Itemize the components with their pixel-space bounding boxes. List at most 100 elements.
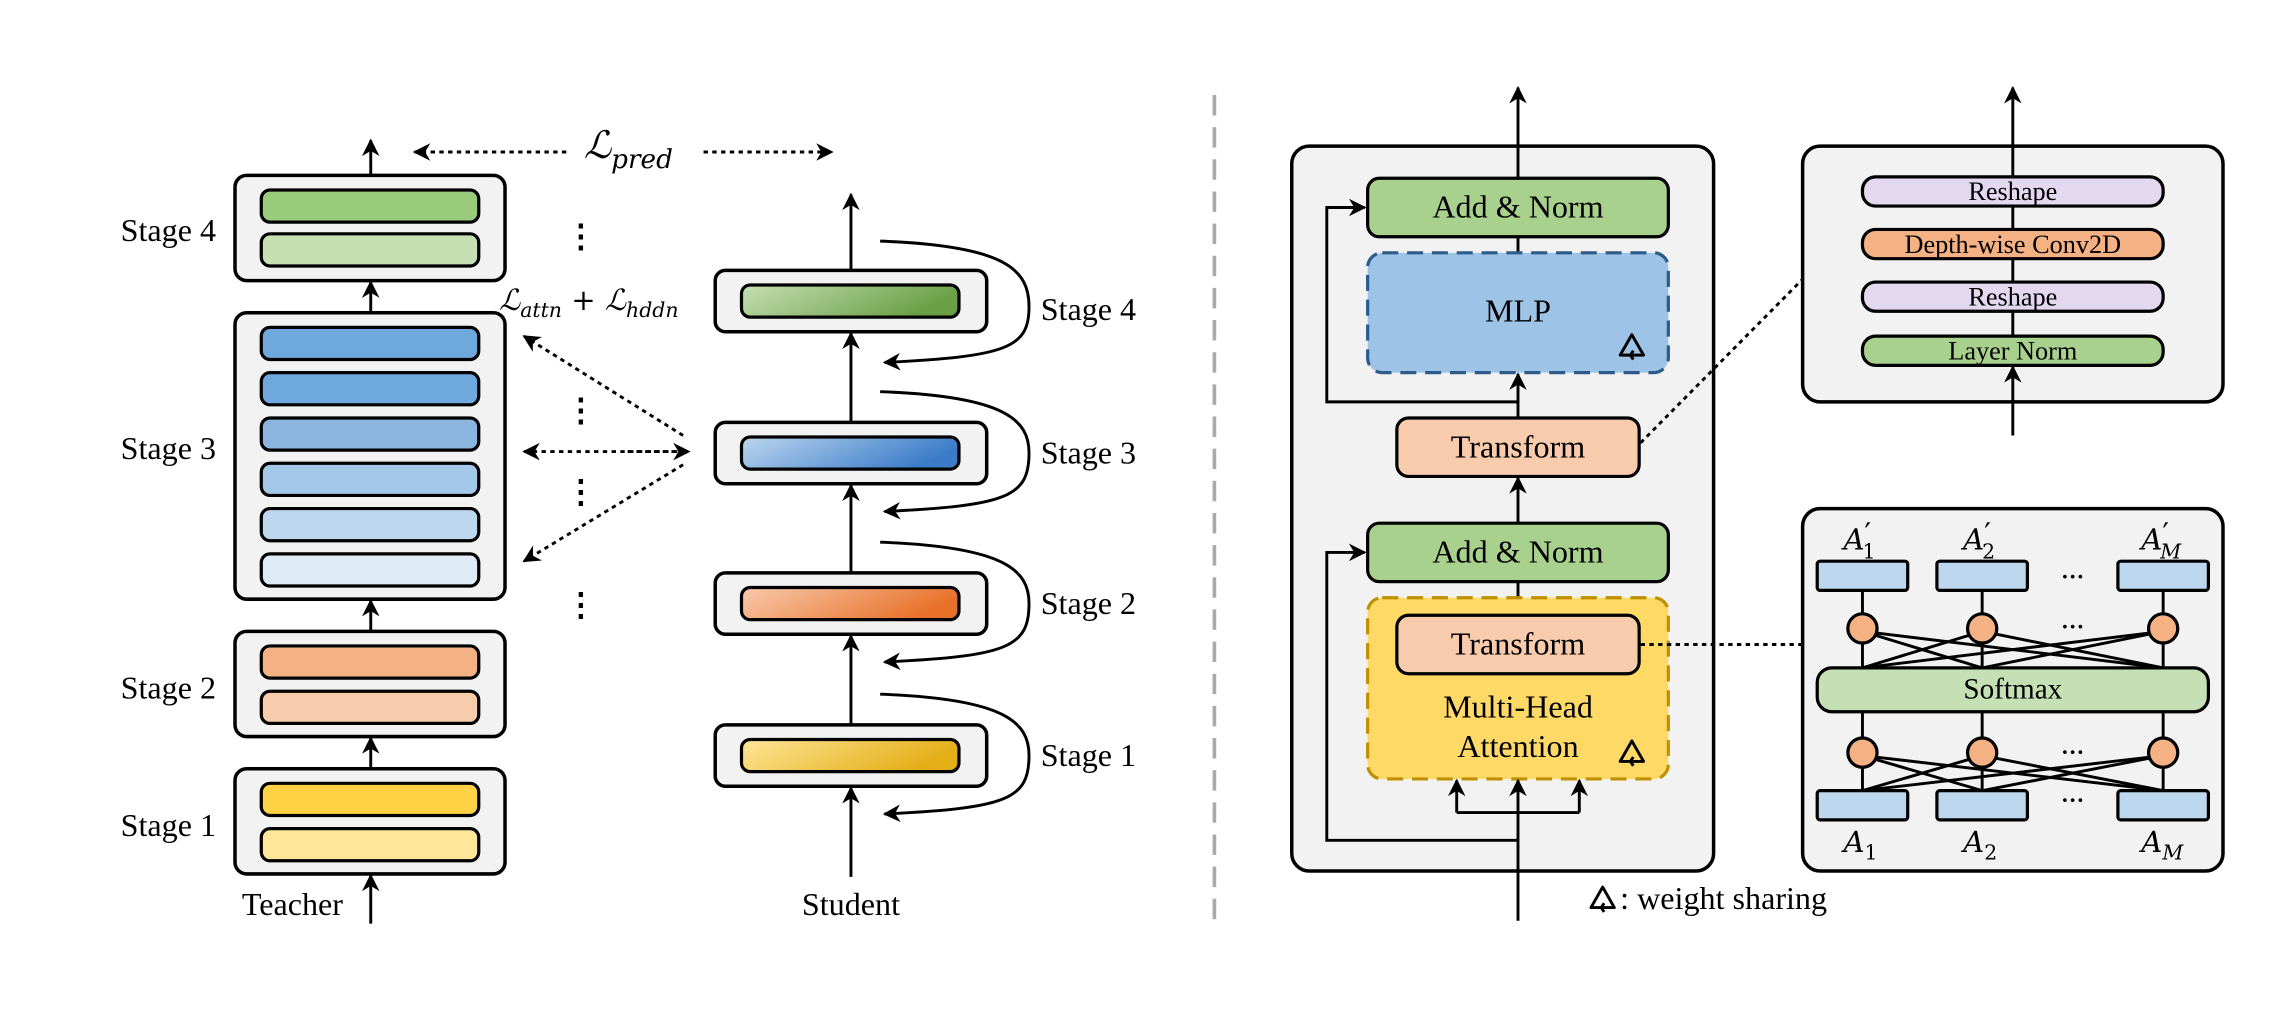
ellipsis-icon: ⋮ xyxy=(565,474,597,510)
dwconv-box xyxy=(1860,227,2165,261)
transform-detail-connector xyxy=(1639,276,1806,444)
teacher-stage-1-bar xyxy=(259,827,481,863)
student-stage-3-label: Stage 3 xyxy=(1041,434,1136,470)
softmax-label: Softmax xyxy=(1963,674,2062,706)
legend: : weight sharing xyxy=(1589,880,1827,916)
ellipsis-icon: ··· xyxy=(2061,614,2084,640)
ellipsis-icon: ··· xyxy=(2061,565,2084,591)
teacher-stage-2-label: Stage 2 xyxy=(121,670,216,706)
token-bottom-label: AM xyxy=(2138,825,2184,864)
attention-detail: ··· A′1 A′2 A′M ··· Softmax ··· ··· A1 A… xyxy=(1800,506,2225,873)
student-stage-4-loop xyxy=(880,239,1031,371)
student-label: Student xyxy=(802,886,900,922)
transform-detail: Reshape Depth-wise Conv2D Reshape Layer … xyxy=(1800,85,2225,436)
attention-edge xyxy=(1862,754,2164,793)
token-top-label: A′1 xyxy=(1840,517,1875,564)
loss-arrow-down xyxy=(522,463,684,563)
token-top xyxy=(2116,559,2211,593)
token-bottom-label: A2 xyxy=(1960,825,1997,864)
student-stage-3-loop xyxy=(880,390,1031,520)
student-stage-1-label: Stage 1 xyxy=(1041,737,1136,773)
teacher-stage-3-bar xyxy=(259,552,481,588)
ellipsis-icon: ··· xyxy=(2061,788,2084,814)
dwconv-label: Depth-wise Conv2D xyxy=(1905,230,2122,259)
student-stage-2-loop xyxy=(880,540,1031,671)
teacher-stage-2-bar xyxy=(259,644,481,680)
teacher-stage-3-bar xyxy=(259,371,481,407)
token-bottom xyxy=(1815,789,1910,822)
node-lower xyxy=(2146,736,2180,769)
teacher-stage-1-bar xyxy=(259,781,481,818)
teacher-stage-4-label: Stage 4 xyxy=(121,212,216,248)
loss-attn-hddn: ℒattn + ℒhddn xyxy=(499,283,691,563)
attention-edge xyxy=(1862,629,2164,670)
student-stage-4-bar xyxy=(739,283,961,319)
loss-pred: ℒpred xyxy=(412,123,834,175)
token-top-label: A′2 xyxy=(1960,517,1995,564)
token-bottom xyxy=(1935,789,2030,822)
ellipsis-icon: ⋮ xyxy=(565,392,597,428)
layer-norm-label: Layer Norm xyxy=(1948,336,2078,365)
token-bottom xyxy=(2116,789,2211,822)
student-stage-2-bar xyxy=(739,585,961,622)
student-stage-4-label: Stage 4 xyxy=(1041,291,1136,327)
token-top-label: A′M xyxy=(2138,517,2182,564)
mha-label-line1: Multi-Head xyxy=(1443,689,1593,725)
node-upper xyxy=(1965,612,1999,645)
reshape-bottom-label: Reshape xyxy=(1968,282,2057,311)
layer-norm-box xyxy=(1860,334,2165,367)
layer-ellipses: ⋮ ⋮ ⋮ ⋮ xyxy=(565,218,597,622)
transform-inner-label: Transform xyxy=(1451,626,1585,662)
attention-edge xyxy=(1862,629,1983,670)
teacher-stage-4-bar xyxy=(259,232,481,268)
residual-bottom xyxy=(1325,543,1518,842)
transformer-block: Add & Norm MLP Transform Add & Norm Tran… xyxy=(1290,85,1716,921)
loss-arrow-up xyxy=(522,334,684,437)
token-bottom-label: A1 xyxy=(1840,825,1877,864)
add-norm-bottom-label: Add & Norm xyxy=(1432,534,1603,570)
reshape-top-box xyxy=(1860,175,2165,208)
node-lower xyxy=(1846,736,1879,769)
attention-edge xyxy=(1981,754,2164,793)
softmax-box xyxy=(1815,666,2211,714)
student-stage-3-bar xyxy=(739,435,961,471)
node-upper xyxy=(1846,612,1879,645)
ellipsis-icon: ⋮ xyxy=(565,586,597,622)
legend-text: : weight sharing xyxy=(1620,880,1827,916)
student-stage-2-label: Stage 2 xyxy=(1041,585,1136,621)
teacher-stage-2-bar xyxy=(259,689,481,726)
mha-label-line2: Attention xyxy=(1457,728,1578,764)
teacher-stage-3-bar xyxy=(259,461,481,498)
reshape-bottom-box xyxy=(1860,280,2165,313)
teacher-stage-3-label: Stage 3 xyxy=(121,430,216,466)
student-column: Stage 4 Stage 3 Stage 2 Stage 1 Student xyxy=(713,192,1136,922)
student-stage-1-bar xyxy=(739,737,961,774)
mlp-label: MLP xyxy=(1485,292,1551,328)
teacher-stage-3-bar xyxy=(259,325,481,362)
ellipsis-icon: ⋮ xyxy=(565,218,597,254)
ellipsis-icon: ··· xyxy=(2061,740,2084,766)
teacher-stage-3-bar xyxy=(259,416,481,452)
transform-inner-box xyxy=(1395,613,1641,676)
teacher-label: Teacher xyxy=(242,886,343,922)
teacher-stage-1-label: Stage 1 xyxy=(121,807,216,843)
loss-attn-hddn-label: ℒattn + ℒhddn xyxy=(499,283,678,322)
teacher-stage-4-bar xyxy=(259,188,481,224)
residual-top xyxy=(1325,198,1518,404)
teacher-column: Stage 4 Stage 3 Stage 2 Stage 1 Teacher xyxy=(121,138,507,924)
add-norm-top-label: Add & Norm xyxy=(1432,189,1603,225)
node-lower xyxy=(1965,736,1999,769)
teacher-stage-3-bar xyxy=(259,506,481,543)
reshape-top-label: Reshape xyxy=(1968,177,2057,206)
loss-pred-label: ℒpred xyxy=(584,123,673,175)
token-top xyxy=(1935,559,2030,593)
token-top xyxy=(1815,559,1910,593)
transform-mid-label: Transform xyxy=(1451,428,1585,464)
attention-edge xyxy=(1981,629,2164,670)
node-upper xyxy=(2146,612,2180,645)
recycle-icon xyxy=(1589,885,1616,914)
mlp-box xyxy=(1366,251,1670,375)
student-stage-1-loop xyxy=(880,692,1031,823)
attention-edge xyxy=(1862,754,1983,793)
